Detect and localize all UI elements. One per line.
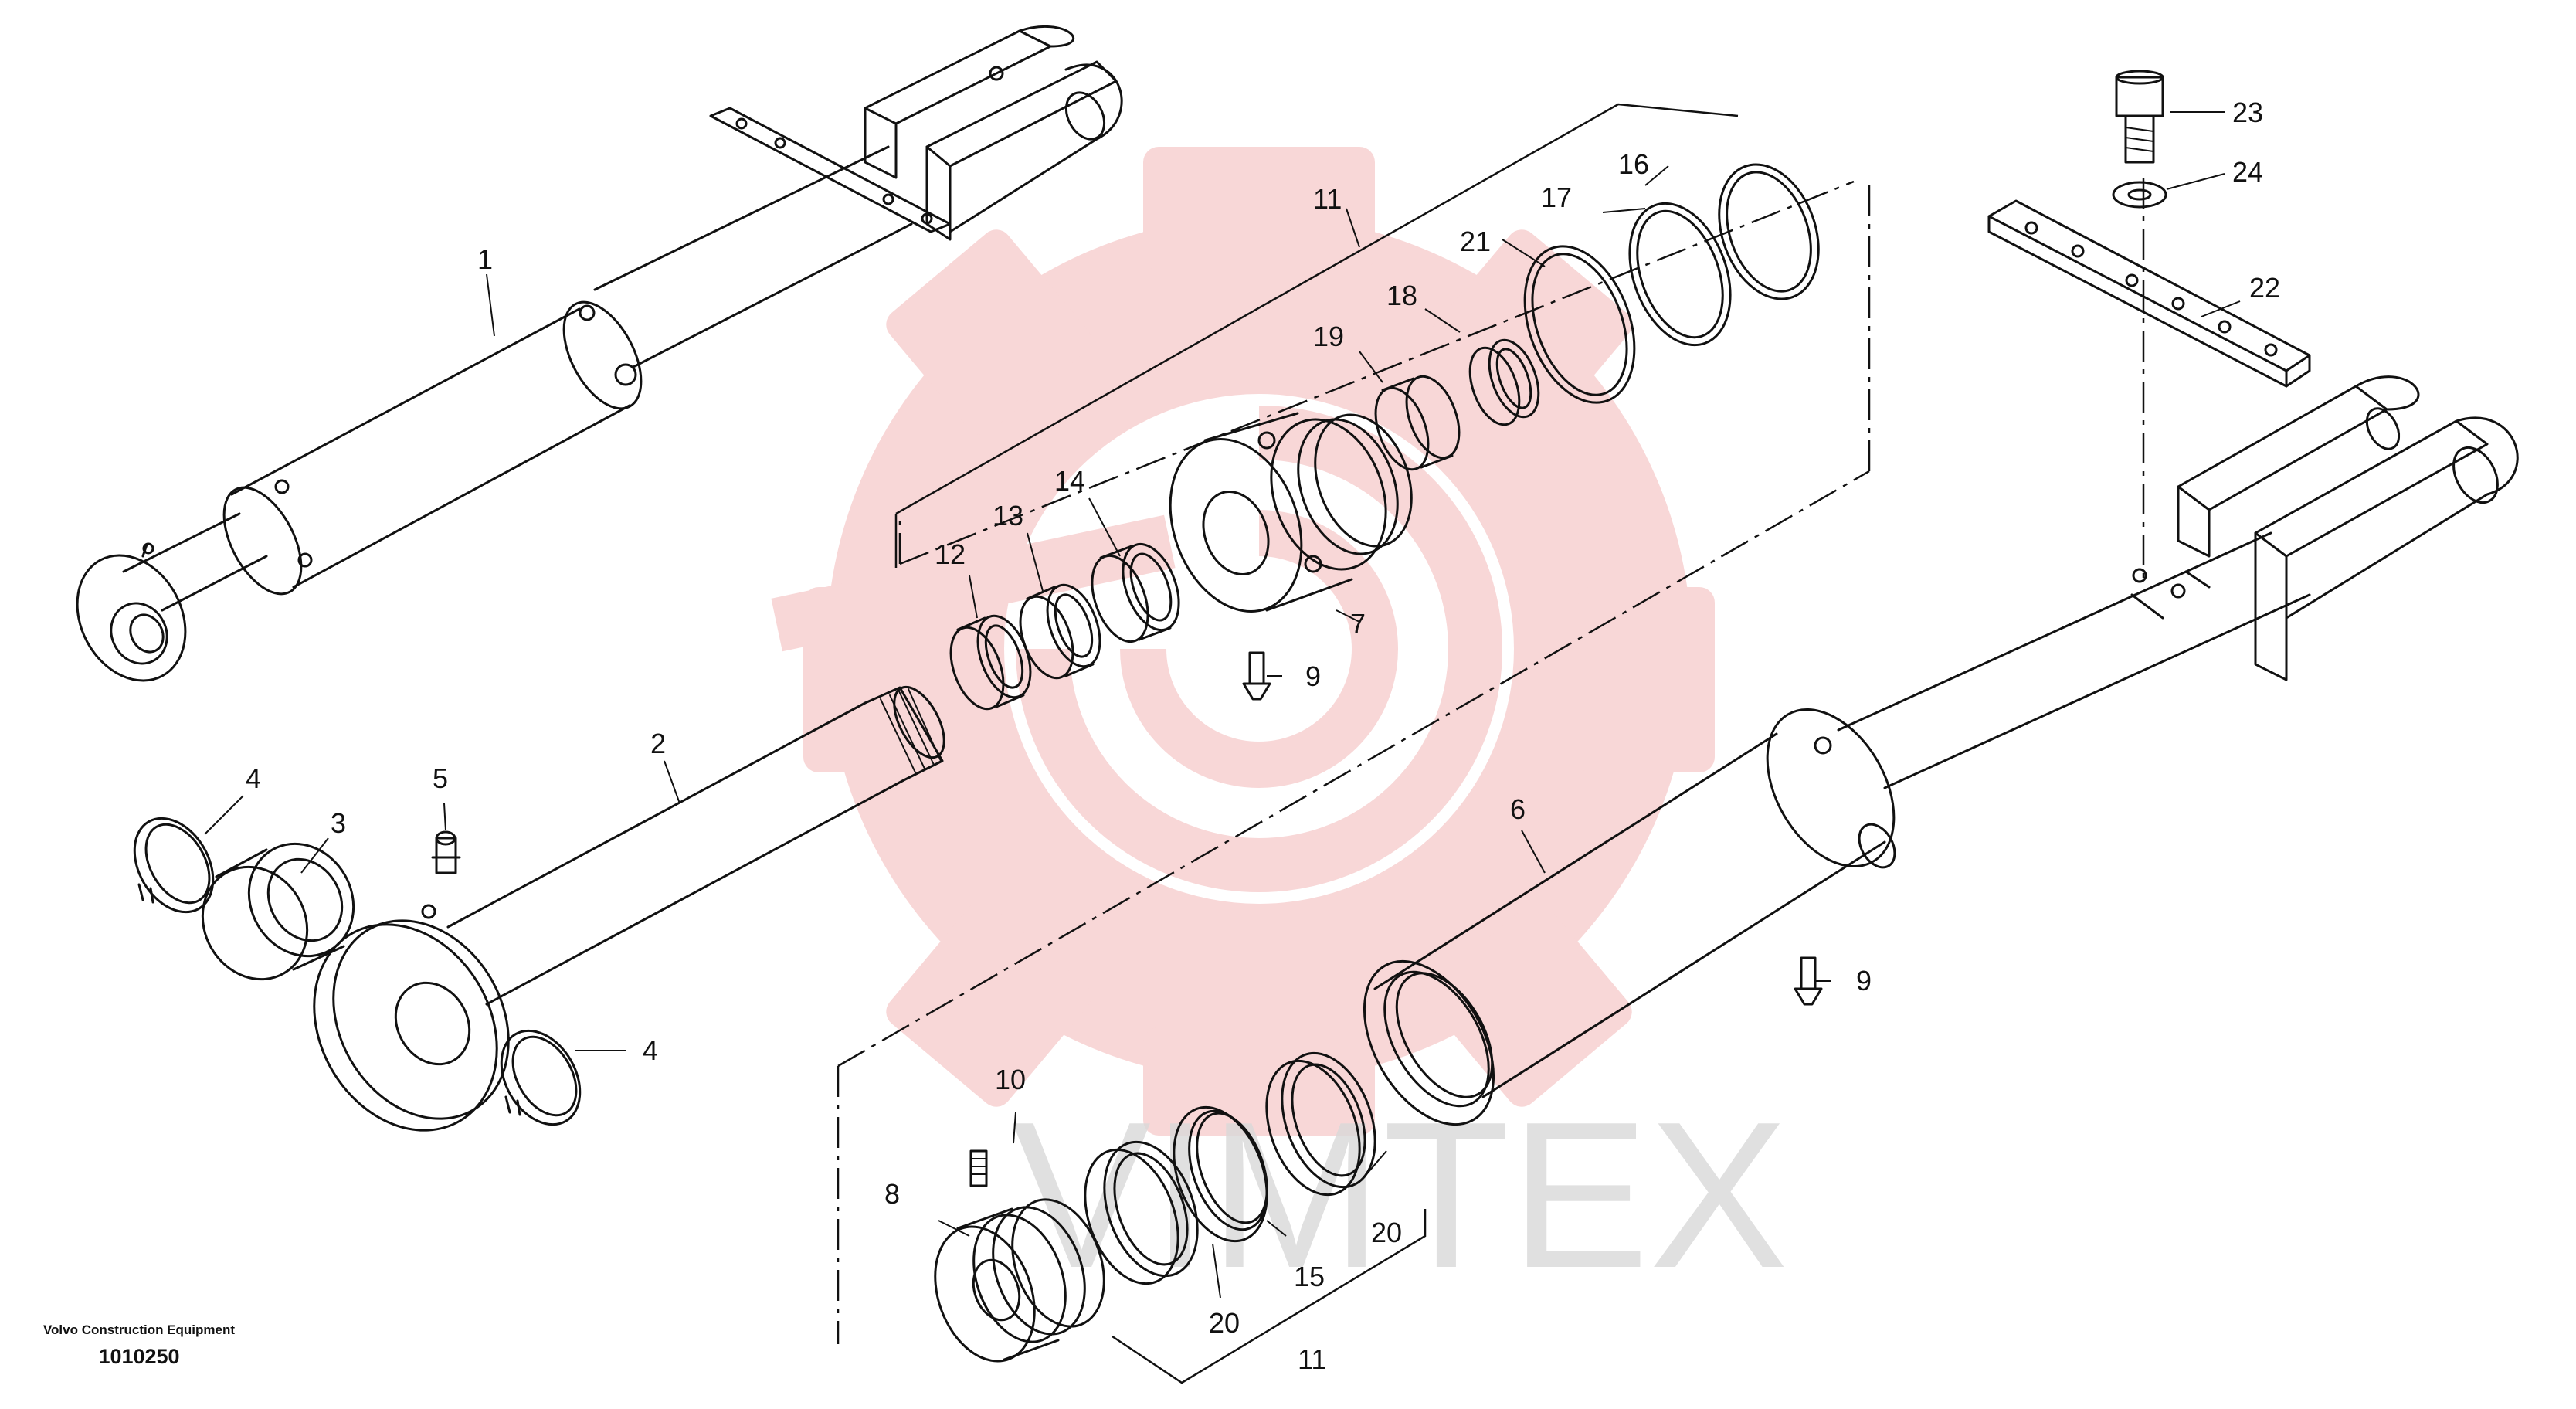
- ring-18: [1468, 338, 1540, 426]
- snap-ring-right: [500, 1029, 582, 1126]
- callout-11b: 11: [1298, 1343, 1326, 1375]
- callout-17: 17: [1541, 182, 1572, 213]
- drawing-footer: Volvo Construction Equipment 1010250: [39, 1322, 239, 1369]
- grease-nipple: [431, 830, 461, 874]
- callout-20b: 20: [1371, 1217, 1402, 1248]
- screw-9-upper: [1242, 651, 1271, 701]
- kit-bracket-upper: [894, 103, 1739, 568]
- callout-23: 23: [2232, 97, 2263, 128]
- callout-1: 1: [477, 243, 493, 275]
- callout-21: 21: [1460, 226, 1491, 257]
- screw-9-lower: [1794, 956, 1823, 1006]
- callout-24: 24: [2232, 156, 2263, 188]
- wear-ring-20-left: [1084, 1140, 1199, 1285]
- callout-8: 8: [884, 1178, 900, 1210]
- piston-rod: [313, 685, 945, 1132]
- cylinder-barrel: [1363, 375, 2519, 1126]
- callout-12: 12: [935, 538, 966, 570]
- callout-20a: 20: [1209, 1307, 1240, 1339]
- callout-2: 2: [650, 728, 666, 759]
- bolt: [2115, 70, 2164, 164]
- mounting-plate: [1987, 199, 2311, 388]
- callout-5: 5: [433, 762, 448, 794]
- assembled-cylinder: [76, 25, 1123, 682]
- ring-13: [1019, 583, 1101, 680]
- seal-17: [1628, 202, 1732, 347]
- callout-15: 15: [1294, 1261, 1325, 1292]
- set-screw: [969, 1149, 988, 1187]
- callout-22: 22: [2249, 272, 2280, 304]
- snap-ring-left: [133, 817, 215, 914]
- callout-10: 10: [995, 1064, 1026, 1095]
- seal-16: [1718, 163, 1820, 300]
- watermark-text: VIMTEX: [1012, 1079, 1788, 1312]
- part-callouts: 1 2 3 4 4 5 6 7 8 9 9 10 11 11 12 13 14 …: [246, 97, 2280, 1375]
- piston: [934, 1198, 1105, 1363]
- callout-16: 16: [1618, 148, 1649, 180]
- wear-ring-20-right: [1265, 1051, 1376, 1197]
- callout-18: 18: [1386, 280, 1417, 311]
- callout-11a: 11: [1313, 183, 1342, 215]
- callout-3: 3: [331, 807, 346, 839]
- lock-washer: [2112, 181, 2167, 209]
- callout-19: 19: [1313, 321, 1344, 352]
- callout-4a: 4: [246, 762, 261, 794]
- assembly-center-lines: [837, 178, 2145, 1344]
- watermark-gear-logo: [771, 147, 1715, 1136]
- callout-6: 6: [1510, 793, 1526, 825]
- ring-14: [1091, 542, 1180, 643]
- kit-bracket-lower: [1112, 1209, 1427, 1384]
- manufacturer-label: Volvo Construction Equipment: [42, 1322, 236, 1337]
- callout-7: 7: [1350, 608, 1366, 640]
- bushing: [201, 842, 355, 981]
- callout-4b: 4: [643, 1034, 658, 1066]
- ring-19: [1374, 375, 1461, 471]
- drawing-number: 1010250: [98, 1345, 180, 1368]
- seal-21: [1523, 245, 1636, 404]
- piston-seal-15: [1173, 1105, 1268, 1243]
- callout-14: 14: [1054, 465, 1085, 497]
- leader-lines: [204, 111, 2241, 1299]
- callout-9a: 9: [1305, 660, 1321, 692]
- cylinder-head: [1169, 412, 1413, 613]
- callout-13: 13: [993, 500, 1023, 531]
- callout-9b: 9: [1856, 965, 1872, 996]
